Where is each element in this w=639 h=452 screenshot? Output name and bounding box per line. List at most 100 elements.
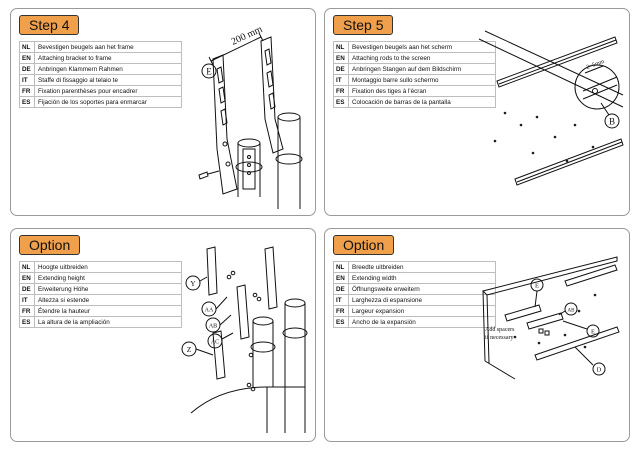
instruction-text: Étendre la hauteur xyxy=(34,305,182,317)
instruction-text: Staffe di fissaggio al telaio te xyxy=(34,74,182,86)
spacer-note-line-2: if necessary xyxy=(485,334,514,341)
step-badge: Option xyxy=(19,235,81,255)
language-code: ES xyxy=(333,96,349,108)
width-extension-illustration: E AB E D Add spacers if necessary xyxy=(482,256,620,380)
instruction-text: Anbringen Klammern Rahmen xyxy=(34,63,182,75)
language-code: EN xyxy=(333,272,349,284)
instruction-text: Erweiterung Höhe xyxy=(34,283,182,295)
language-code: EN xyxy=(19,52,35,64)
callout-label: D xyxy=(597,367,602,374)
instruction-text: Fijación de los soportes para enmarcar xyxy=(34,96,182,108)
instruction-text: La altura de la ampliación xyxy=(34,316,182,328)
callout-label: AB xyxy=(568,309,576,314)
rods-to-screen-illustration: B 2~5mm xyxy=(478,30,624,186)
callout-label: AB xyxy=(209,324,217,330)
language-code: DE xyxy=(19,283,35,295)
instruction-text: Extending height xyxy=(34,272,182,284)
instruction-text: Anbringen Stangen auf dem Bildschirm xyxy=(348,63,496,75)
callout-label: Y xyxy=(190,279,196,288)
language-code: DE xyxy=(333,63,349,75)
instruction-text: Altezza si estende xyxy=(34,294,182,306)
language-code: EN xyxy=(333,52,349,64)
step-badge: Step 4 xyxy=(19,15,80,35)
instruction-text: Bevestigen beugels aan het scherm xyxy=(348,41,496,53)
language-code: IT xyxy=(19,74,35,86)
language-code: EN xyxy=(19,272,35,284)
instruction-text: Fixation des tiges à l'écran xyxy=(348,85,496,97)
language-code: NL xyxy=(19,261,35,273)
language-code: NL xyxy=(19,41,35,53)
language-code: FR xyxy=(19,85,35,97)
callout-label: AC xyxy=(211,340,219,346)
callout-label: Z xyxy=(187,345,192,354)
instruction-text: Extending width xyxy=(348,272,496,284)
instruction-text: Montaggio barre sullo schermo xyxy=(348,74,496,86)
instruction-text: Öffnungsweite erweitern xyxy=(348,283,496,295)
instruction-text: Largeur expansion xyxy=(348,305,496,317)
language-code: FR xyxy=(333,85,349,97)
language-code: IT xyxy=(333,294,349,306)
callout-label: B xyxy=(609,117,615,127)
language-code: NL xyxy=(333,41,349,53)
language-code: DE xyxy=(333,283,349,295)
instruction-text: Attaching rods to the screen xyxy=(348,52,496,64)
callout-label: E xyxy=(535,283,539,290)
height-extension-illustration: Y AA AB AC Z xyxy=(181,246,308,433)
language-code: NL xyxy=(333,261,349,273)
step-badge: Option xyxy=(333,235,395,255)
instruction-text: Ancho de la expansión xyxy=(348,316,496,328)
language-code: ES xyxy=(333,316,349,328)
language-code: IT xyxy=(19,294,35,306)
instruction-text: Breedte uitbreiden xyxy=(348,261,496,273)
step-badge: Step 5 xyxy=(333,15,394,35)
language-code: IT xyxy=(333,74,349,86)
language-code: FR xyxy=(333,305,349,317)
instruction-text: Fixation parenthèses pour encadrer xyxy=(34,85,182,97)
language-code: DE xyxy=(19,63,35,75)
instruction-text: Bevestigen beugels aan het frame xyxy=(34,41,182,53)
instruction-text: Attaching bracket to frame xyxy=(34,52,182,64)
callout-label: E xyxy=(591,329,595,336)
language-code: FR xyxy=(19,305,35,317)
callout-label: AA xyxy=(205,308,214,314)
callout-label: E xyxy=(206,67,212,77)
instruction-text: Colocación de barras de la pantalla xyxy=(348,96,496,108)
spacer-note-line-1: Add spacers xyxy=(485,327,515,333)
language-code: ES xyxy=(19,96,35,108)
instruction-text: Hoogte uitbreiden xyxy=(34,261,182,273)
instruction-text: Larghezza di espansione xyxy=(348,294,496,306)
bracket-to-frame-illustration: E 200 mm xyxy=(198,24,303,209)
